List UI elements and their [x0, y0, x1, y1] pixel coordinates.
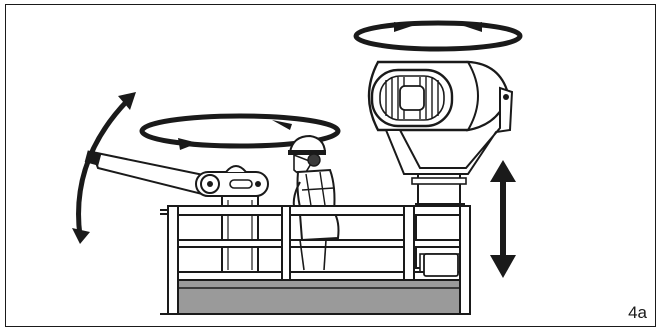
platform-basket [160, 205, 471, 315]
light-rotate-arrow-icon [353, 20, 523, 52]
operator-icon [288, 134, 340, 242]
mast-lift-arrow-icon [490, 160, 516, 278]
operator-legs [299, 239, 327, 271]
floodlight-icon [367, 60, 514, 175]
figure-label: 4a [628, 303, 647, 322]
boom-joint [195, 165, 269, 197]
boom-rotate-arrow-icon [139, 113, 341, 150]
swing-boom-arrow-icon [72, 92, 136, 244]
